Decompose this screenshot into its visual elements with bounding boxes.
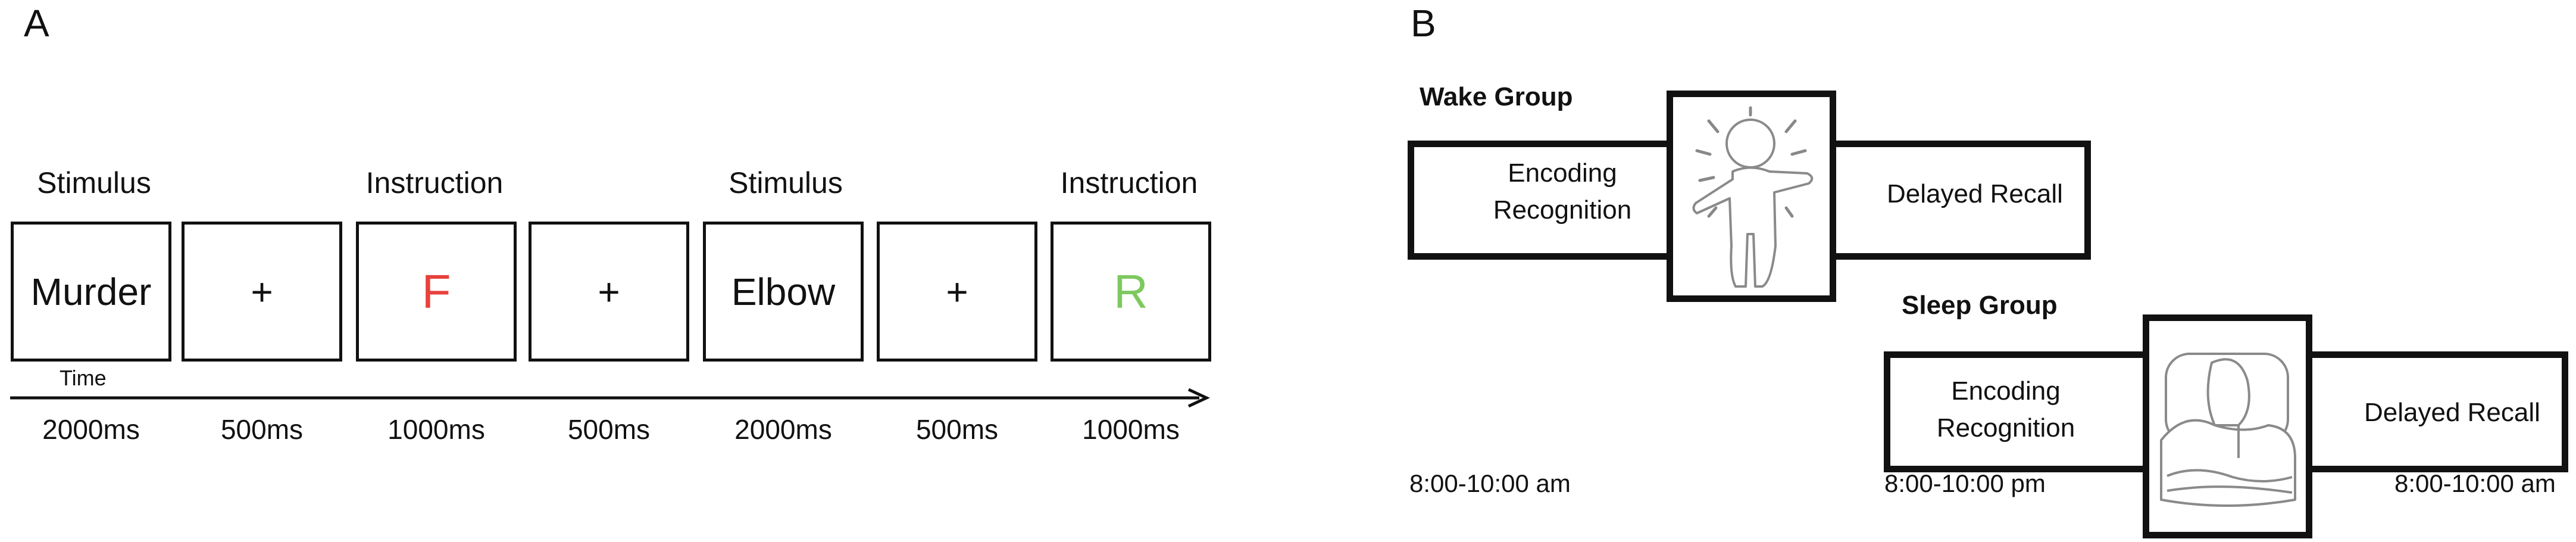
- time-label: Time: [60, 366, 107, 390]
- slide-header-7: Instruction: [1060, 166, 1198, 200]
- panel-a-label: A: [24, 2, 49, 45]
- duration-3: 1000ms: [387, 414, 485, 445]
- slide-3: F: [356, 222, 517, 362]
- sleep-encoding-line: Encoding: [1951, 376, 2061, 406]
- sleeping-person-icon: [2160, 353, 2296, 507]
- sleep-picture-box: [2143, 314, 2312, 538]
- duration-4: 500ms: [567, 414, 651, 445]
- slide-7-content: R: [1114, 264, 1148, 318]
- slide-4: +: [529, 222, 689, 362]
- wake-encoding-line: Encoding: [1508, 158, 1617, 188]
- sleep-encoding-text: Encoding Recognition: [1905, 373, 2107, 447]
- slide-5-content: Elbow: [731, 270, 836, 313]
- slide-2: +: [182, 222, 342, 362]
- duration-7: 1000ms: [1082, 414, 1180, 445]
- slide-7: R: [1051, 222, 1211, 362]
- slide-6: +: [877, 222, 1037, 362]
- slide-header-1: Stimulus: [37, 166, 151, 200]
- sleep-time-right: 8:00-10:00 am: [2394, 469, 2556, 497]
- sleep-group-title: Sleep Group: [1902, 291, 2058, 320]
- duration-2: 500ms: [220, 414, 304, 445]
- wake-encoding-text: Encoding Recognition: [1455, 155, 1670, 229]
- panel-b-label: B: [1411, 2, 1436, 45]
- sleep-recognition-line: Recognition: [1936, 413, 2075, 443]
- slide-1: Murder: [11, 222, 171, 362]
- wake-recognition-line: Recognition: [1493, 195, 1632, 225]
- wake-group-title: Wake Group: [1420, 82, 1573, 111]
- wake-delayed-recall: Delayed Recall: [1887, 179, 2063, 208]
- slide-6-content: +: [946, 270, 968, 313]
- time-arrow: [10, 388, 1210, 408]
- slide-3-content: F: [421, 264, 451, 318]
- slide-header-5: Stimulus: [729, 166, 843, 200]
- slide-2-content: +: [251, 270, 273, 313]
- slide-4-content: +: [598, 270, 620, 313]
- duration-1: 2000ms: [42, 414, 140, 445]
- wake-picture-box: [1667, 91, 1836, 302]
- slide-header-3: Instruction: [365, 166, 504, 200]
- slide-5: Elbow: [703, 222, 864, 362]
- duration-6: 500ms: [915, 414, 999, 445]
- slide-1-content: Murder: [30, 270, 152, 313]
- awake-person-icon: [1692, 106, 1814, 288]
- duration-5: 2000ms: [734, 414, 832, 445]
- sleep-delayed-recall: Delayed Recall: [2364, 398, 2540, 427]
- wake-time-left: 8:00-10:00 am: [1409, 469, 1571, 497]
- sleep-time-left: 8:00-10:00 pm: [1884, 469, 2046, 497]
